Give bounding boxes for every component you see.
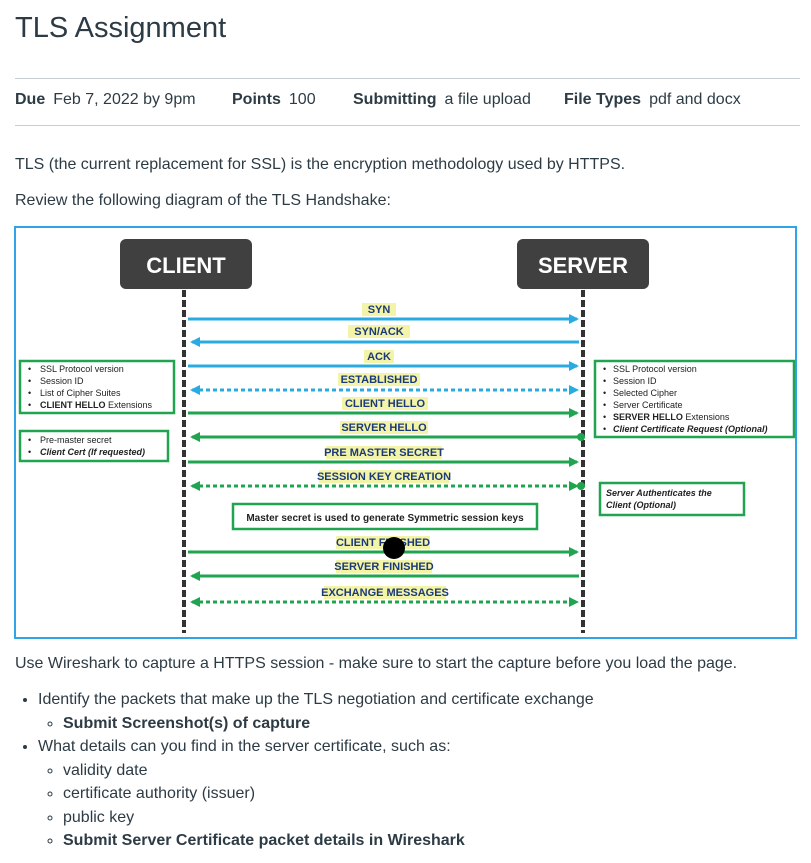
server-box2-line: Server Authenticates the [606, 488, 712, 498]
client-box1-rest: Extensions [106, 400, 153, 410]
server-box1-bullet: • [603, 400, 606, 410]
list-item: Submit Screenshot(s) of capture [63, 712, 594, 736]
server-finished-label: SERVER FINISHED [334, 561, 433, 573]
server-hello-label-bg [340, 421, 428, 434]
client-box1-bullet: • [28, 400, 31, 410]
client-header-label: CLIENT [146, 253, 226, 278]
client-box2-item: Client Cert (If requested) [40, 447, 145, 457]
list-item: Submit Server Certificate packet details… [63, 829, 594, 853]
client-box1-item: List of Cipher Suites [40, 388, 121, 398]
server-header-label: SERVER [538, 253, 628, 278]
list-item: Identify the packets that make up the TL… [38, 688, 594, 735]
client-finished-label-bg [336, 536, 430, 549]
session-key-creation-label-bg [319, 470, 449, 483]
server-hello-label: SERVER HELLO [341, 422, 427, 434]
synack-label: SYN/ACK [354, 326, 404, 338]
task-list: Identify the packets that make up the TL… [0, 688, 594, 853]
server-box1-bullet: • [603, 412, 606, 422]
intro-paragraph: TLS (the current replacement for SSL) is… [15, 156, 626, 173]
page-title: TLS Assignment [15, 12, 227, 44]
task-certificate-details: What details can you find in the server … [38, 738, 451, 755]
task-identify-packets: Identify the packets that make up the TL… [38, 691, 594, 708]
server-box2-line: Client (Optional) [606, 500, 676, 510]
server-box1-item: SSL Protocol version [613, 364, 697, 374]
client-box1-bullet: • [28, 364, 31, 374]
submitting-label: Submitting [353, 91, 437, 108]
exchange-messages-label: EXCHANGE MESSAGES [321, 587, 449, 599]
assignment-details: Due Feb 7, 2022 by 9pm Points 100 Submitti… [15, 78, 800, 126]
client-box2-bullet: • [28, 447, 31, 457]
points: Points 100 [232, 91, 316, 109]
submitting-value: a file upload [444, 91, 531, 108]
pre-master-details-box [18, 429, 170, 463]
server-finished-label-bg [336, 560, 432, 573]
tls-handshake-diagram: CLIENT SERVER SYN SYN/ACK ACK ESTABLISHE… [14, 226, 797, 639]
client-hello-details-box [18, 359, 176, 415]
client-box2-bullet: • [28, 435, 31, 445]
server-box1-hello-item: SERVER HELLO Extensions [613, 412, 730, 422]
established-label-bg [338, 373, 420, 386]
server-box1-item: Server Certificate [613, 400, 683, 410]
handshake-svg: CLIENT SERVER SYN SYN/ACK ACK ESTABLISHE… [18, 239, 796, 633]
server-hello-dot [577, 433, 585, 441]
server-box1-item: Selected Cipher [613, 388, 677, 398]
established-arrow-left-head [190, 385, 200, 395]
client-finished-label: CLIENT FINISHED [336, 537, 430, 549]
server-box1-rest: Extensions [683, 412, 730, 422]
server-box1-bullet: • [603, 364, 606, 374]
server-box1-bullet: • [603, 424, 606, 434]
client-header [120, 239, 252, 289]
syn-label: SYN [368, 304, 391, 316]
client-box2-item: Pre-master secret [40, 435, 112, 445]
sub-list: Submit Screenshot(s) of capture [38, 712, 594, 736]
exchange-arrow-left-head [190, 597, 200, 607]
points-label: Points [232, 91, 281, 108]
ack-label-bg [364, 350, 394, 363]
list-item: certificate authority (issuer) [63, 782, 594, 806]
established-label: ESTABLISHED [341, 374, 418, 386]
file-types-value: pdf and docx [649, 91, 741, 108]
client-box1-item: SSL Protocol version [40, 364, 124, 374]
pre-master-secret-label-bg [326, 446, 442, 459]
client-box1-bullet: • [28, 388, 31, 398]
server-header [517, 239, 649, 289]
client-hello-label: CLIENT HELLO [345, 398, 425, 410]
client-hello-label-bg [342, 397, 428, 410]
due-label: Due [15, 91, 46, 108]
file-types-label: File Types [564, 91, 642, 108]
server-box1-item-last: Client Certificate Request (Optional) [613, 424, 768, 434]
server-auth-box [598, 481, 746, 517]
file-types: File Types pdf and docx [564, 91, 741, 109]
session-key-creation-label: SESSION KEY CREATION [317, 471, 451, 483]
synack-label-bg [348, 325, 410, 338]
syn-label-bg [362, 303, 396, 316]
session-key-arrow-left-head [190, 481, 200, 491]
due-date: Due Feb 7, 2022 by 9pm [15, 91, 196, 109]
list-item: validity date [63, 759, 594, 783]
server-box1-bullet: • [603, 388, 606, 398]
submitting: Submitting a file upload [353, 91, 531, 109]
server-box1-item: Session ID [613, 376, 657, 386]
review-paragraph: Review the following diagram of the TLS … [15, 192, 391, 209]
cursor-dot [383, 537, 405, 559]
ack-label: ACK [367, 351, 391, 363]
session-key-dot [577, 482, 585, 490]
server-box1-bullet: • [603, 376, 606, 386]
points-value: 100 [288, 91, 316, 108]
list-item: public key [63, 806, 594, 830]
client-box1-bullet: • [28, 376, 31, 386]
server-hello-details-box [593, 359, 796, 439]
list-item: What details can you find in the server … [38, 735, 594, 853]
exchange-messages-label-bg [324, 586, 446, 599]
sub-list: validity date certificate authority (iss… [38, 759, 594, 853]
client-box1-bold: CLIENT HELLO [40, 400, 106, 410]
client-box1-item-last: CLIENT HELLO Extensions [40, 400, 153, 410]
due-value: Feb 7, 2022 by 9pm [53, 91, 196, 108]
pre-master-secret-label: PRE MASTER SECRET [324, 447, 444, 459]
wireshark-paragraph: Use Wireshark to capture a HTTPS session… [15, 655, 738, 672]
master-secret-text: Master secret is used to generate Symmet… [246, 513, 524, 524]
master-secret-box [231, 502, 539, 531]
server-box1-bold: SERVER HELLO [613, 412, 683, 422]
client-box1-item: Session ID [40, 376, 84, 386]
